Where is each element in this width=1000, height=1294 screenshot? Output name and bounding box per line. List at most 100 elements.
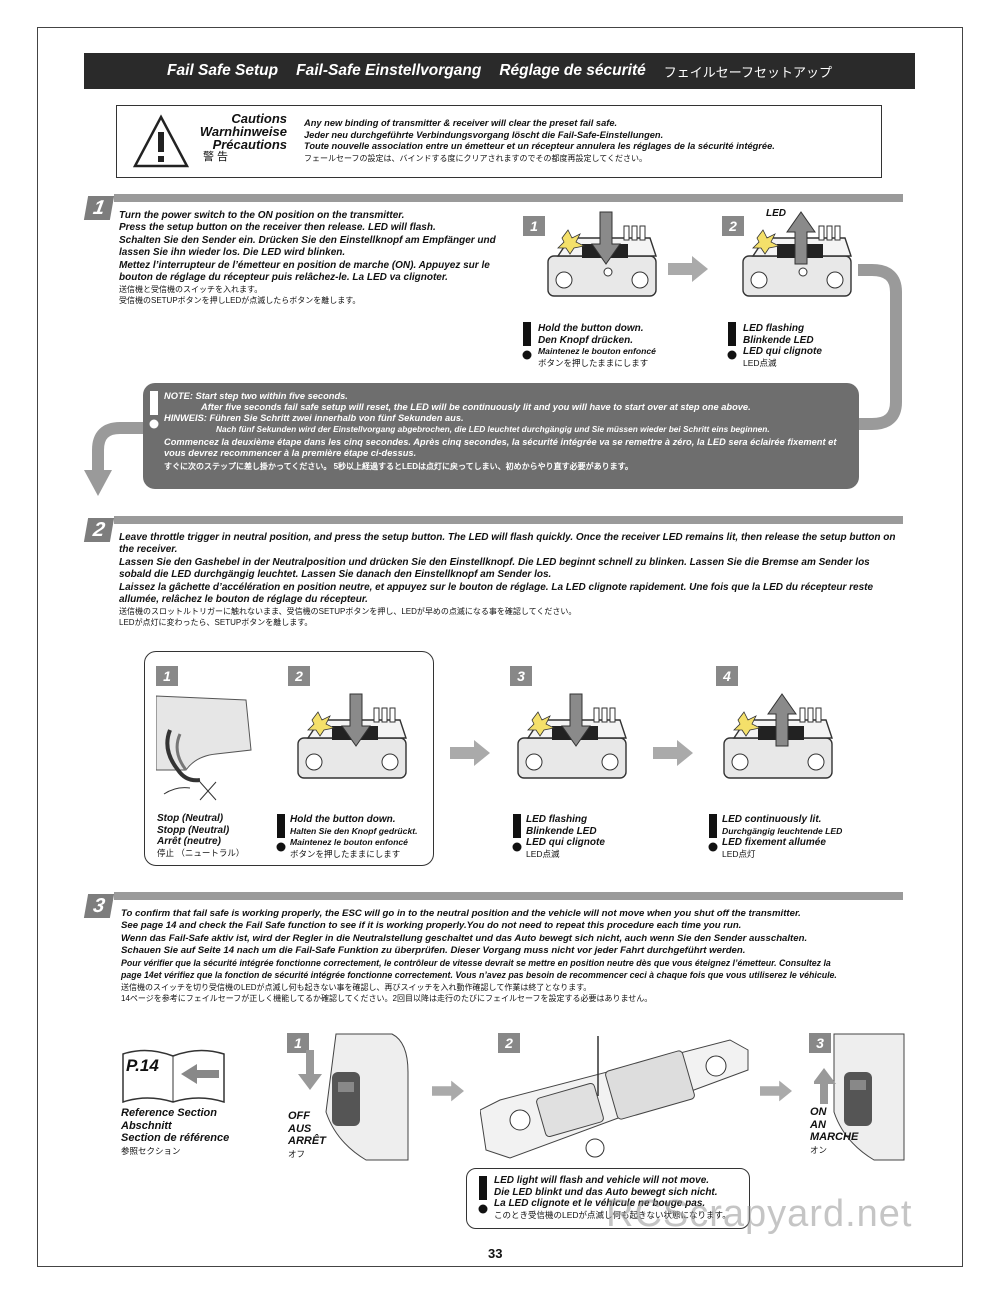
step2-text: Leave throttle trigger in neutral positi… bbox=[119, 532, 904, 630]
cap1-jp: ボタンを押したままにします bbox=[538, 357, 649, 368]
step1-fr: Mettez l’interrupteur de l’émetteur en p… bbox=[119, 260, 490, 283]
flash-de: Blinkende LED bbox=[526, 825, 597, 837]
step3-fig3-number: 3 bbox=[809, 1033, 831, 1053]
caution-label-fr: Précautions bbox=[212, 137, 287, 152]
caution-text-fr: Toute nouvelle association entre un émet… bbox=[304, 141, 775, 151]
step3-de-1: Wenn das Fail-Safe aktiv ist, wird der R… bbox=[121, 933, 808, 944]
reference-caption: Reference Section Abschnitt Section de r… bbox=[121, 1107, 229, 1157]
step3-number: 3 bbox=[83, 894, 115, 918]
on-fr: MARCHE bbox=[810, 1131, 859, 1143]
transmitter-trigger-illustration bbox=[156, 695, 252, 801]
on-jp: オン bbox=[810, 1144, 828, 1155]
caution-text-en: Any new binding of transmitter & receive… bbox=[304, 118, 618, 128]
stop-fr: Arrêt (neutre) bbox=[157, 836, 221, 847]
title-en: Fail Safe Setup bbox=[167, 62, 279, 79]
cap1-en: Hold the button down. bbox=[538, 323, 644, 334]
step2-number: 2 bbox=[83, 518, 115, 542]
stop-de: Stopp (Neutral) bbox=[157, 824, 230, 836]
caution-labels: Cautions Warnhinweise Précautions 警 告 bbox=[177, 112, 287, 164]
caution-label-en: Cautions bbox=[231, 111, 287, 126]
on-caption: ON AN MARCHE オン bbox=[810, 1106, 858, 1156]
transmitter-off-illustration bbox=[298, 1033, 409, 1161]
led-label: LED bbox=[766, 208, 786, 219]
hold-jp: ボタンを押したままにします bbox=[290, 848, 401, 859]
hold-de: Halten Sie den Knopf gedrückt. bbox=[290, 825, 418, 836]
step1-en-1: Turn the power switch to the ON position… bbox=[119, 210, 405, 221]
step3-bar bbox=[114, 892, 903, 900]
receiver-release-illustration bbox=[742, 211, 852, 297]
step3-fr-1: Pour vérifier que la sécurité intégrée f… bbox=[121, 958, 831, 968]
receiver-flashing-illustration bbox=[517, 693, 627, 779]
cap1-fr: Maintenez le bouton enfoncé bbox=[538, 346, 656, 356]
step2-de: Lassen Sie den Gashebel in der Neutralpo… bbox=[119, 557, 870, 580]
note-text: NOTE: Start step two within five seconds… bbox=[164, 391, 854, 472]
note-jp: すぐに次のステップに差し掛かってください。 5秒以上経過するとLEDは点灯に戻っ… bbox=[164, 462, 633, 471]
box-fr: La LED clignote et le véhicule ne bouge … bbox=[494, 1198, 706, 1209]
title-fr: Réglage de sécurité bbox=[499, 62, 646, 79]
off-de: AUS bbox=[288, 1122, 312, 1135]
exclamation-icon bbox=[708, 814, 718, 852]
step3-fig1-number: 1 bbox=[287, 1033, 309, 1053]
step2-group-box bbox=[144, 651, 434, 866]
lit-jp: LED点灯 bbox=[722, 848, 756, 859]
ref-de: Abschnitt bbox=[121, 1119, 172, 1132]
title-de: Fail-Safe Einstellvorgang bbox=[296, 62, 482, 79]
lit-en: LED continuously lit. bbox=[722, 814, 822, 825]
step1-de: Schalten Sie den Sender ein. Drücken Sie… bbox=[119, 235, 496, 258]
caution-label-jp: 警 告 bbox=[203, 151, 229, 163]
step1-bar bbox=[114, 194, 903, 202]
note-en-1: NOTE: Start step two within five seconds… bbox=[164, 391, 348, 401]
step2-fig3-number: 3 bbox=[510, 666, 532, 686]
cap2-de: Blinkende LED bbox=[743, 334, 814, 346]
step3-result-caption: LED light will flash and vehicle will no… bbox=[494, 1175, 731, 1221]
box-en: LED light will flash and vehicle will no… bbox=[494, 1175, 710, 1186]
step2-lit-caption: LED continuously lit. Durchgängig leucht… bbox=[722, 814, 842, 860]
exclamation-icon bbox=[276, 814, 286, 852]
exclamation-icon bbox=[522, 322, 532, 360]
step1-fig1-number: 1 bbox=[523, 216, 545, 236]
caution-box: Cautions Warnhinweise Précautions 警 告 An… bbox=[116, 105, 882, 178]
caution-text-jp: フェールセーフの設定は、バインドする度にクリアされますのでその都度再設定してくだ… bbox=[304, 153, 648, 163]
step2-fr: Laissez la gâchette d’accélération en po… bbox=[119, 582, 874, 605]
flow-arrow-icon bbox=[432, 1080, 464, 1102]
step3-text: To confirm that fail safe is working pro… bbox=[121, 908, 906, 1006]
off-en: OFF bbox=[288, 1110, 310, 1122]
note-de-2: Nach fünf Sekunden wird der Einstellvorg… bbox=[216, 424, 770, 434]
step3-en-2: See page 14 and check the Fail Safe func… bbox=[121, 919, 742, 931]
warning-triangle-icon bbox=[133, 114, 189, 168]
on-en: ON bbox=[810, 1106, 827, 1118]
exclamation-icon bbox=[512, 814, 522, 852]
caution-text: Any new binding of transmitter & receive… bbox=[304, 118, 874, 164]
step1-fig2-number: 2 bbox=[722, 216, 744, 236]
box-jp: このとき受信機のLEDが点滅し何も起きない状態になります。 bbox=[494, 1209, 731, 1220]
note-en-2: After five seconds fail safe setup will … bbox=[201, 402, 751, 412]
caution-text-de: Jeder neu durchgeführte Verbindungsvorga… bbox=[304, 129, 664, 140]
step2-en: Leave throttle trigger in neutral positi… bbox=[119, 532, 896, 555]
step3-jp-1: 送信機のスイッチを切り受信機のLEDが点滅し何も起きない事を確認し、再びスイッチ… bbox=[121, 983, 592, 992]
reference-book-icon bbox=[122, 1049, 225, 1104]
on-de: AN bbox=[810, 1118, 826, 1131]
step1-caption-1: Hold the button down. Den Knopf drücken.… bbox=[538, 323, 656, 369]
ref-jp: 参照セクション bbox=[121, 1145, 181, 1156]
lit-de: Durchgängig leuchtende LED bbox=[722, 825, 843, 836]
receiver-press-illustration bbox=[547, 211, 657, 297]
step1-jp-2: 受信機のSETUPボタンを押しLEDが点滅したらボタンを離します。 bbox=[119, 295, 361, 305]
caution-label-de: Warnhinweise bbox=[199, 124, 287, 139]
watermark: RCScrapyard.net bbox=[606, 1193, 913, 1235]
step2-bar bbox=[114, 516, 903, 524]
transmitter-on-illustration bbox=[814, 1033, 905, 1161]
flow-connector-left-arrow-icon bbox=[84, 422, 150, 496]
step3-jp-2: 14ページを参考にフェイルセーフが正しく機能してるか確認してください。2回目以降… bbox=[121, 993, 653, 1003]
flow-arrow-icon bbox=[653, 740, 693, 766]
box-de: Die LED blinkt und das Auto bewegt sich … bbox=[494, 1186, 718, 1198]
cap2-jp: LED点滅 bbox=[743, 357, 777, 368]
lit-fr: LED fixement allumée bbox=[722, 837, 826, 848]
note-box: NOTE: Start step two within five seconds… bbox=[143, 383, 859, 489]
step3-de-2: Schauen Sie auf Seite 14 nach um die Fai… bbox=[121, 944, 746, 956]
note-de-1: HINWEIS: Führen Sie Schritt zwei innerha… bbox=[164, 413, 464, 423]
step1-caption-2: LED flashing Blinkende LED LED qui clign… bbox=[743, 323, 822, 369]
exclamation-icon bbox=[149, 391, 159, 429]
step2-hold-caption: Hold the button down. Halten Sie den Kno… bbox=[290, 814, 418, 860]
off-fr: ARRÊT bbox=[288, 1135, 326, 1147]
step3-result-box bbox=[466, 1168, 750, 1229]
